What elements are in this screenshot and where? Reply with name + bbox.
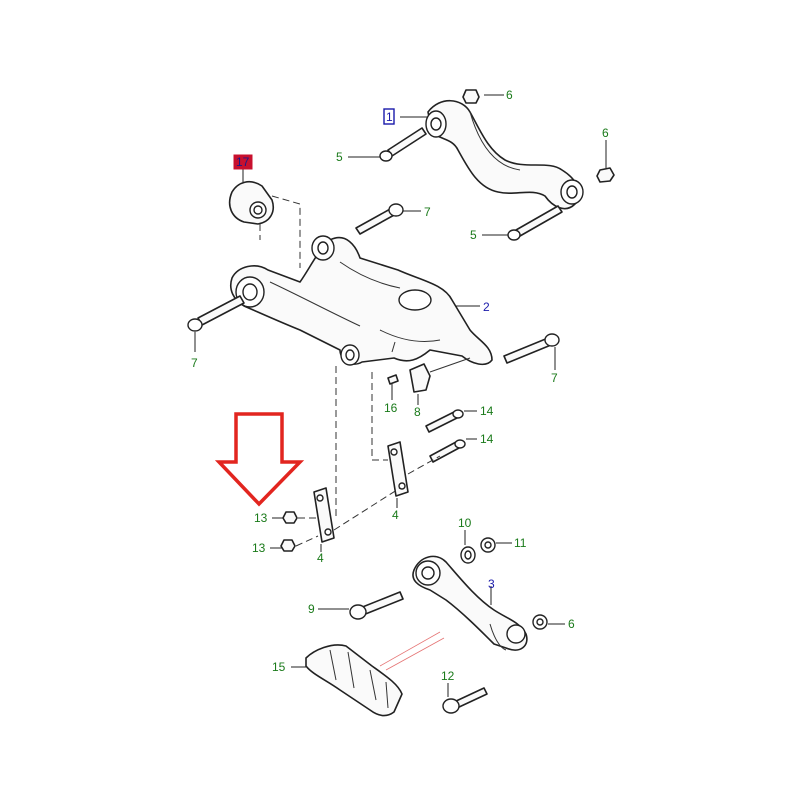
callout-1: 1 [386, 110, 393, 124]
leader-lines [194, 94, 607, 697]
callout-7-right: 7 [551, 371, 558, 385]
callout-9: 9 [308, 602, 315, 616]
callout-box-1 [383, 108, 395, 125]
bolt-16 [387, 374, 399, 385]
subframe [229, 235, 493, 366]
shield-15 [305, 644, 403, 717]
nut-6-right [596, 167, 615, 183]
callout-6-lower: 6 [568, 617, 575, 631]
bolt-14-upper [425, 409, 464, 433]
down-arrow-outline-icon [214, 412, 305, 507]
red-reference-lines [379, 631, 445, 671]
callout-8: 8 [414, 405, 421, 419]
mount-17 [228, 180, 274, 225]
bolt-12 [442, 687, 488, 714]
callout-14-upper: 14 [480, 404, 494, 418]
callout-4-lower: 4 [317, 551, 324, 565]
callout-6-top: 6 [506, 88, 513, 102]
callout-box-17 [233, 154, 253, 170]
nut-6-top [462, 89, 480, 104]
bolt-7-right [503, 333, 560, 364]
callout-15: 15 [272, 660, 286, 674]
nut-13-upper [282, 511, 298, 524]
link-4-upper [387, 441, 409, 497]
bolt-7-top [355, 203, 404, 235]
bolt-7-left [187, 295, 245, 332]
callout-6-right: 6 [602, 126, 609, 140]
callout-labels: 1 17 6 6 5 5 7 2 7 7 16 8 14 14 4 13 13 … [191, 88, 609, 683]
callout-13-upper: 13 [254, 511, 268, 525]
callout-14-lower: 14 [480, 432, 494, 446]
callout-17: 17 [236, 155, 250, 169]
callout-5-upper: 5 [336, 150, 343, 164]
nut-13-lower [280, 539, 296, 552]
callout-3: 3 [488, 577, 495, 591]
callout-7-left: 7 [191, 356, 198, 370]
callout-11: 11 [514, 536, 527, 550]
callout-12: 12 [441, 669, 455, 683]
nut-11 [480, 537, 496, 553]
bracket-8 [409, 363, 431, 393]
upper-control-arm [425, 99, 584, 210]
bolt-5-upper [379, 127, 427, 162]
callout-13-lower: 13 [252, 541, 266, 555]
callout-16: 16 [384, 401, 398, 415]
callout-2: 2 [483, 300, 490, 314]
link-4-lower [313, 487, 335, 543]
callout-4-upper: 4 [392, 508, 399, 522]
lower-arm [412, 555, 528, 651]
washer-10 [460, 546, 476, 564]
callout-10: 10 [458, 516, 472, 530]
callout-5-lower: 5 [470, 228, 477, 242]
nut-6-lower [532, 614, 548, 630]
bolt-5-lower [507, 205, 563, 241]
bolt-14-lower [429, 439, 466, 463]
callout-7-top: 7 [424, 205, 431, 219]
bolt-9 [349, 591, 404, 620]
